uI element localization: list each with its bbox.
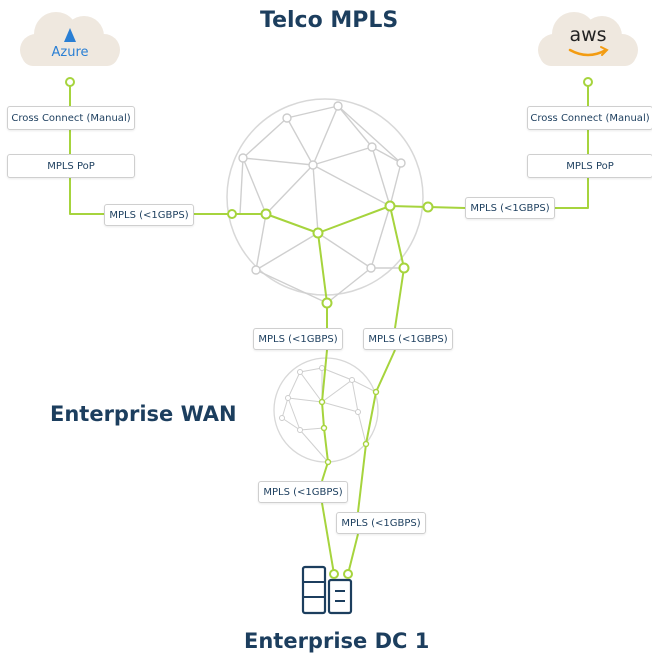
telco-green-route <box>265 205 391 234</box>
label-low-mpls-1: MPLS (<1GBPS) <box>258 481 348 503</box>
label-left-mpls-link: MPLS (<1GBPS) <box>104 204 194 226</box>
wan-mesh-link <box>281 397 289 419</box>
wan-mesh-node <box>349 377 355 383</box>
wan-mesh-link <box>321 401 359 413</box>
telco-mesh-link <box>312 146 373 166</box>
telco-to-mid1-link <box>317 232 328 328</box>
mid2-to-wan-link <box>357 349 396 513</box>
right-entry-node <box>422 201 434 213</box>
telco-mesh-link <box>389 162 402 207</box>
wan-mesh-link <box>351 379 377 393</box>
telco-node <box>321 297 333 309</box>
telco-mesh-link <box>242 157 267 215</box>
telco-mesh-link <box>317 232 372 269</box>
telco-mesh-link <box>337 105 402 164</box>
right-pop-to-mpls-link <box>555 178 589 209</box>
server-rack-icon <box>301 565 327 615</box>
wan-node <box>320 424 328 432</box>
wan-mesh-link <box>287 397 323 403</box>
telco-mesh-link <box>370 205 391 269</box>
aws-cloud <box>538 12 638 66</box>
telco-mesh-link <box>239 157 244 215</box>
label-mid-mpls-2: MPLS (<1GBPS) <box>363 328 453 350</box>
dc-connector-node <box>329 569 339 579</box>
label-right-cross-connect: Cross Connect (Manual) <box>527 106 652 130</box>
telco-node <box>384 200 396 212</box>
label-mid-mpls-1: MPLS (<1GBPS) <box>253 328 343 350</box>
telco-mesh-node <box>367 142 377 152</box>
label-left-cross-connect: Cross Connect (Manual) <box>7 106 135 130</box>
wan-mesh-node <box>285 395 291 401</box>
label-right-mpls-pop: MPLS PoP <box>527 154 652 178</box>
telco-mesh-link <box>326 267 372 304</box>
wan-mesh-link <box>299 429 329 463</box>
telco-mesh-link <box>286 105 339 119</box>
wan-node <box>318 398 326 406</box>
azure-label: Azure <box>51 45 89 60</box>
wan-node <box>372 388 380 396</box>
telco-mesh-link <box>242 117 288 159</box>
telco-node <box>398 262 410 274</box>
telco-mesh-link <box>286 117 314 166</box>
wan-mesh-link <box>299 371 323 403</box>
wan-mesh-link <box>321 379 353 403</box>
telco-mesh-link <box>312 164 391 207</box>
telco-mesh-link <box>371 146 391 207</box>
telco-node <box>260 208 272 220</box>
wan-node <box>362 440 370 448</box>
wan-mesh-link <box>299 427 325 431</box>
telco-mesh-link <box>312 105 339 166</box>
telco-mesh-link <box>265 164 314 215</box>
telco-mesh-link <box>371 146 402 164</box>
telco-mesh-link <box>312 164 319 234</box>
azure-cloud <box>20 12 120 66</box>
left-entry-node <box>227 209 237 219</box>
title-enterprise-wan: Enterprise WAN <box>50 402 237 426</box>
wan-mesh-node <box>297 369 303 375</box>
telco-mesh-node <box>366 263 376 273</box>
telco-mesh-node <box>308 160 318 170</box>
wan-mesh-link <box>287 397 301 431</box>
wan-mesh-node <box>297 427 303 433</box>
left-pop-to-mpls-link <box>69 178 104 215</box>
telco-mesh-link <box>255 213 267 271</box>
title-enterprise-dc: Enterprise DC 1 <box>244 629 430 653</box>
telco-mesh-node <box>396 158 406 168</box>
label-right-mpls-link: MPLS (<1GBPS) <box>465 197 555 219</box>
wan-mesh-link <box>321 367 353 381</box>
label-low-mpls-2: MPLS (<1GBPS) <box>336 512 426 534</box>
telco-mesh-link <box>242 157 314 166</box>
wan-mesh-node <box>279 415 285 421</box>
wan-node <box>324 458 332 466</box>
wan-mesh-link <box>357 411 367 445</box>
telco-mesh-node <box>251 265 261 275</box>
aws-connector-node <box>583 77 593 87</box>
telco-node <box>312 227 324 239</box>
aws-arrow-icon <box>600 46 609 56</box>
dc-connector-node <box>343 569 353 579</box>
azure-connector-node <box>65 77 75 87</box>
azure-logo-icon <box>64 28 76 42</box>
telco-mesh-link <box>337 105 373 148</box>
wan-mesh-link <box>281 417 301 431</box>
telco-mesh-link <box>255 269 328 304</box>
aws-smile-icon <box>568 48 608 57</box>
wan-to-dc-link-1 <box>321 502 335 575</box>
server-unit-icon <box>327 578 353 615</box>
wan-mesh-node <box>355 409 361 415</box>
wan-mesh-link <box>299 367 323 373</box>
title-telco-mpls: Telco MPLS <box>260 8 399 33</box>
telco-mesh-link <box>255 232 319 271</box>
telco-mesh-node <box>333 101 343 111</box>
wan-mesh-link <box>351 379 359 413</box>
label-left-mpls-pop: MPLS PoP <box>7 154 135 178</box>
wan-to-dc-link-2 <box>347 533 359 575</box>
telco-mesh-node <box>238 153 248 163</box>
wan-mesh-node <box>319 365 325 371</box>
telco-mesh-node <box>282 113 292 123</box>
wan-mesh-link <box>287 371 301 399</box>
aws-label: aws <box>569 24 607 46</box>
